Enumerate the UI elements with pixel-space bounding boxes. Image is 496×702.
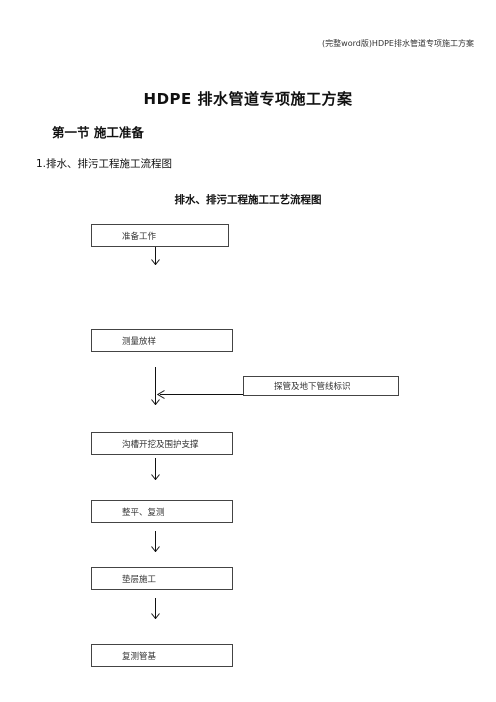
running-header: (完整word版)HDPE排水管道专项施工方案	[322, 39, 474, 48]
connector-line	[155, 598, 156, 619]
flow-step-trench-excavation: 沟槽开挖及围护支撑	[91, 432, 233, 455]
arrow-left-icon	[157, 390, 165, 399]
flow-step-recheck-foundation: 复测管基	[91, 644, 233, 667]
arrow-down-icon	[151, 546, 160, 552]
connector-line	[155, 458, 156, 480]
flow-step-prepare: 准备工作	[91, 224, 229, 247]
connector-line	[155, 531, 156, 552]
connector-line	[155, 367, 156, 405]
flow-step-leveling: 整平、复测	[91, 500, 233, 523]
document-title: HDPE 排水管道专项施工方案	[143, 90, 353, 108]
arrow-down-icon	[151, 474, 160, 480]
flow-step-cushion-layer: 垫层施工	[91, 567, 233, 590]
flow-step-survey: 测量放样	[91, 329, 233, 352]
section-heading: 第一节 施工准备	[52, 125, 144, 140]
flow-side-step-pipe-detection: 探管及地下管线标识	[243, 376, 399, 396]
side-connector-line	[160, 394, 243, 395]
arrow-down-icon	[151, 613, 160, 619]
connector-line	[155, 247, 156, 265]
subheading: 1.排水、排污工程施工流程图	[36, 158, 173, 170]
flowchart-title: 排水、排污工程施工工艺流程图	[174, 194, 322, 206]
arrow-down-icon	[151, 259, 160, 265]
arrow-down-icon	[151, 399, 160, 405]
